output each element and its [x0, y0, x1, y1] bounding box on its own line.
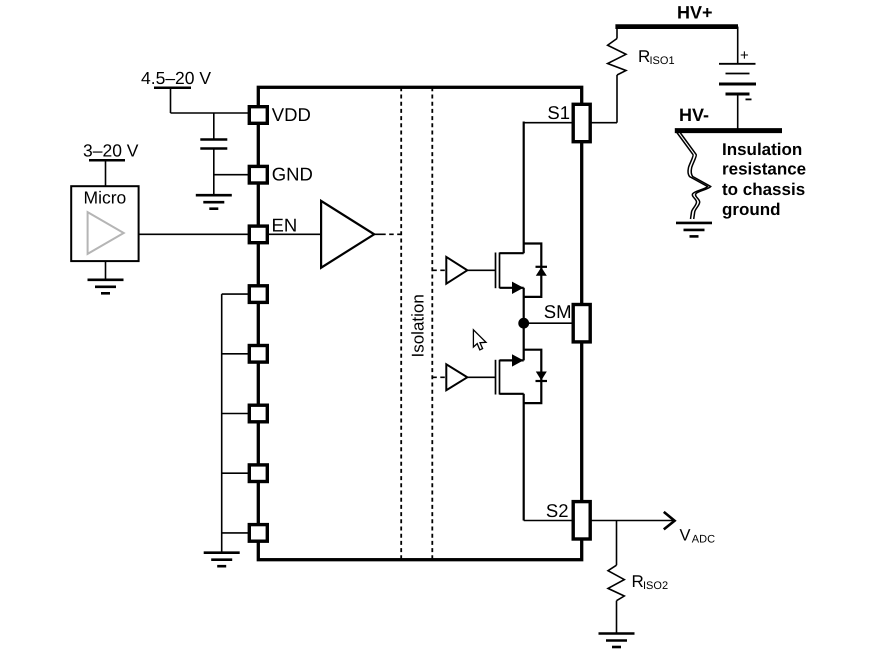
svg-text:ISO2: ISO2 — [643, 580, 668, 592]
svg-text:R: R — [638, 47, 650, 66]
svg-text:Isolation: Isolation — [409, 294, 428, 357]
svg-text:EN: EN — [272, 215, 298, 236]
svg-text:VDD: VDD — [272, 104, 311, 125]
svg-text:Micro: Micro — [84, 188, 127, 208]
svg-text:S1: S1 — [547, 102, 570, 123]
svg-text:3–20 V: 3–20 V — [83, 141, 139, 161]
svg-text:ISO1: ISO1 — [650, 55, 675, 67]
svg-text:resistance: resistance — [722, 160, 806, 179]
svg-text:S2: S2 — [546, 500, 569, 521]
svg-text:4.5–20 V: 4.5–20 V — [141, 68, 211, 88]
svg-text:ground: ground — [722, 200, 781, 219]
svg-text:to chassis: to chassis — [722, 180, 805, 199]
svg-text:SM: SM — [544, 301, 572, 322]
svg-text:HV-: HV- — [679, 105, 709, 125]
svg-text:HV+: HV+ — [677, 3, 713, 23]
svg-text:R: R — [632, 572, 644, 591]
svg-text:V: V — [680, 526, 691, 544]
svg-text:Insulation: Insulation — [722, 140, 802, 159]
svg-text:ADC: ADC — [692, 533, 715, 545]
svg-text:+: + — [740, 47, 749, 64]
svg-text:GND: GND — [272, 164, 313, 185]
